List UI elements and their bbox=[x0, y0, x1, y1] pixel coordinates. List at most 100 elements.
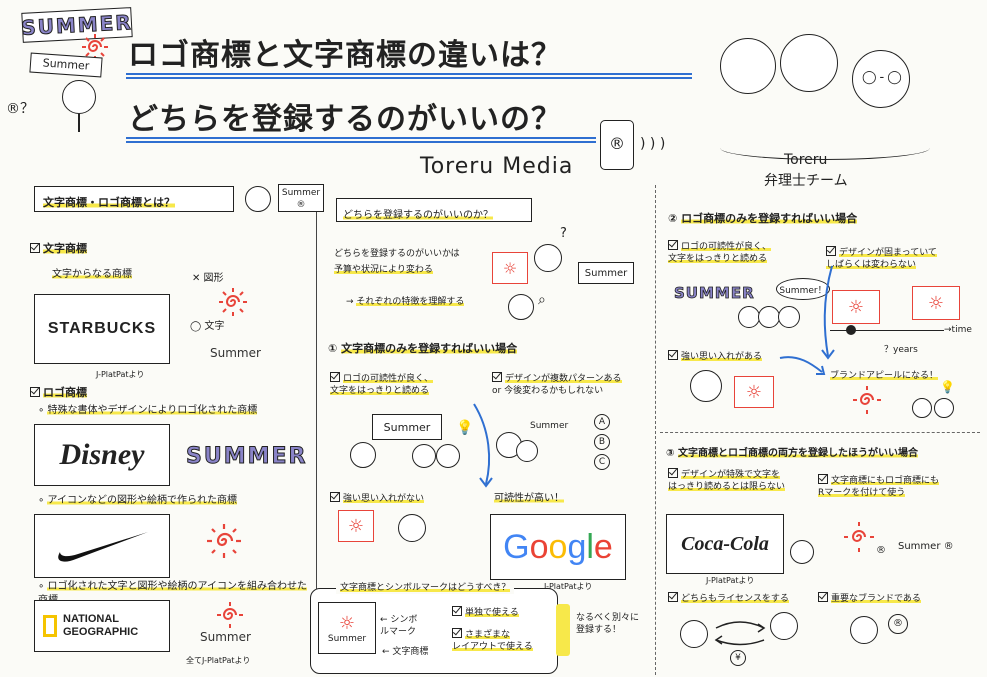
case3-d: 重要なブランドである bbox=[818, 592, 921, 605]
various-layout: さまざまなレイアウトで使える bbox=[452, 628, 533, 653]
case3-title: ③ 文字商標とロゴ商標の両方を登録したほうがいい場合 bbox=[666, 448, 918, 459]
case2-char-d bbox=[690, 370, 722, 402]
case1-a: ロゴの可読性が良く、文字をはっきりと読める bbox=[330, 372, 434, 397]
cross-label: ✕ 図形 bbox=[192, 273, 224, 284]
logo-desc-1: ∘ 特殊な書体やデザインによりロゴ化された商標 bbox=[38, 405, 258, 416]
lightbulb-icon: 💡 bbox=[940, 380, 955, 394]
source-coke: J-PlatPatより bbox=[706, 576, 755, 585]
symbol-label: ← シンボルマーク bbox=[380, 615, 418, 638]
case2-char-c bbox=[778, 306, 800, 328]
timeline-dot bbox=[846, 325, 856, 335]
sun-icon bbox=[219, 288, 247, 316]
case3-char-d bbox=[850, 616, 878, 644]
case2-char-f bbox=[934, 398, 954, 418]
case1-char-c bbox=[436, 444, 460, 468]
divider-left bbox=[316, 212, 317, 592]
intro-1: どちらを登録するのがいいかは bbox=[334, 249, 460, 259]
timeline bbox=[830, 330, 944, 331]
case2-a: ロゴの可読性が良く、文字をはっきりと読める bbox=[668, 240, 772, 265]
yellow-frame-icon bbox=[43, 615, 57, 637]
logo-desc-2: ∘ アイコンなどの図形や絵柄で作られた商標 bbox=[38, 495, 237, 506]
google-letter: e bbox=[593, 527, 613, 566]
exchange-arrows-icon bbox=[714, 621, 766, 646]
character-body-lines bbox=[78, 114, 80, 132]
thinking-character-2 bbox=[508, 294, 534, 320]
symbol-card: ☼ Summer bbox=[318, 602, 376, 654]
logo-mark-title: ロゴ商標 bbox=[30, 384, 87, 400]
divider-right bbox=[655, 185, 656, 675]
intro-question: ? bbox=[560, 226, 567, 241]
page-title-line1: ロゴ商標と文字商標の違いは？ bbox=[128, 38, 562, 73]
brand-name: Toreru Media bbox=[420, 154, 574, 179]
blue-arrow-icon bbox=[473, 403, 493, 488]
team-member-1 bbox=[720, 38, 776, 94]
symbol-question: 文字商標とシンボルマークはどうすべき？ bbox=[336, 582, 515, 595]
google-letter: G bbox=[503, 527, 530, 566]
top-sample-small-card: Summer bbox=[29, 52, 103, 78]
case1-char-a bbox=[350, 442, 376, 468]
starbucks-logo: STARBUCKS bbox=[34, 294, 170, 364]
case2-title: ② ロゴ商標のみを登録すればいい場合 bbox=[668, 212, 858, 225]
circle-label: ◯ 文字 bbox=[190, 321, 225, 332]
google-logo: Google bbox=[490, 514, 626, 580]
swoosh-icon bbox=[58, 532, 148, 562]
source-google: J-PlatPatより bbox=[544, 582, 593, 591]
case2-b: デザインが固まっていてしばらくは変わらない bbox=[826, 246, 937, 271]
summer-logo: SUMMER bbox=[185, 444, 308, 470]
case2-bubble: Summer！ bbox=[776, 278, 830, 300]
case3-char-c bbox=[770, 612, 798, 640]
google-letter: o bbox=[548, 527, 568, 566]
case3-char-a bbox=[790, 540, 814, 564]
magnifier-icon: ⌕ bbox=[538, 292, 546, 308]
case2-summer-logo: SUMMER bbox=[674, 284, 755, 303]
case1-c: 強い思い入れがない bbox=[330, 492, 425, 505]
top-sample-word: SUMMER bbox=[20, 10, 134, 41]
use-alone: 単独で使える bbox=[452, 606, 519, 619]
case1-char-f bbox=[398, 514, 426, 542]
google-letter: l bbox=[586, 527, 594, 566]
case1-sun-card: ☼ bbox=[338, 510, 374, 542]
glasses-icon: ◯-◯ bbox=[862, 70, 905, 85]
phone-r-icon: ® bbox=[600, 120, 634, 170]
title-underline2 bbox=[126, 137, 596, 143]
option-a: A bbox=[594, 414, 610, 430]
intro-3: → それぞれの特徴を理解する bbox=[346, 297, 465, 307]
case1-char-b bbox=[412, 444, 436, 468]
case2-d: ブランドアピールになる！ bbox=[830, 371, 939, 381]
signal-icon: ) ) ) bbox=[640, 136, 666, 152]
case1-sign2: Summer bbox=[530, 421, 569, 431]
top-sample-word-card: SUMMER bbox=[20, 7, 134, 43]
case2-sun-card-b: ☼ bbox=[912, 286, 960, 320]
team-role: 弁理士チーム bbox=[764, 173, 848, 189]
nike-logo bbox=[34, 514, 170, 578]
case3-a: デザインが特殊で文字をはっきり読めるとは限らない bbox=[668, 468, 786, 493]
middle-heading-box: どちらを登録するのがいいのか？ bbox=[336, 198, 532, 222]
word-mark-desc: 文字からなる商標 bbox=[52, 269, 132, 280]
blue-arrow-icon bbox=[779, 356, 826, 375]
sun-icon bbox=[207, 524, 241, 558]
source-all: 全てJ-PlatPatより bbox=[186, 656, 251, 665]
team-member-3 bbox=[852, 50, 910, 108]
google-letter: o bbox=[529, 527, 549, 566]
google-wordmark: Google bbox=[503, 528, 613, 567]
cocacola-logo: Coca-Cola bbox=[666, 514, 784, 574]
case2-char-b bbox=[758, 306, 780, 328]
case3-char-b bbox=[680, 620, 708, 648]
timeline-years: ？years bbox=[884, 345, 918, 355]
case1-d: 可読性が高い！ bbox=[494, 493, 564, 504]
left-character bbox=[245, 186, 271, 212]
divider-right-horizontal bbox=[660, 432, 980, 433]
intro-character bbox=[534, 244, 562, 272]
r-question-text: ®？ bbox=[6, 101, 34, 117]
case1-char-e bbox=[516, 440, 538, 462]
page-title-line2: どちらを登録するのがいいの？ bbox=[128, 102, 562, 137]
natgeo-logo: NATIONAL GEOGRAPHIC bbox=[34, 600, 170, 652]
intro-summer-card: Summer bbox=[578, 262, 634, 284]
case2-c: 強い思い入れがある bbox=[668, 350, 763, 363]
sun-icon bbox=[217, 602, 243, 628]
timeline-time: →time bbox=[944, 325, 972, 335]
case3-summer: Summer ® bbox=[898, 541, 954, 552]
google-letter: g bbox=[567, 527, 587, 566]
